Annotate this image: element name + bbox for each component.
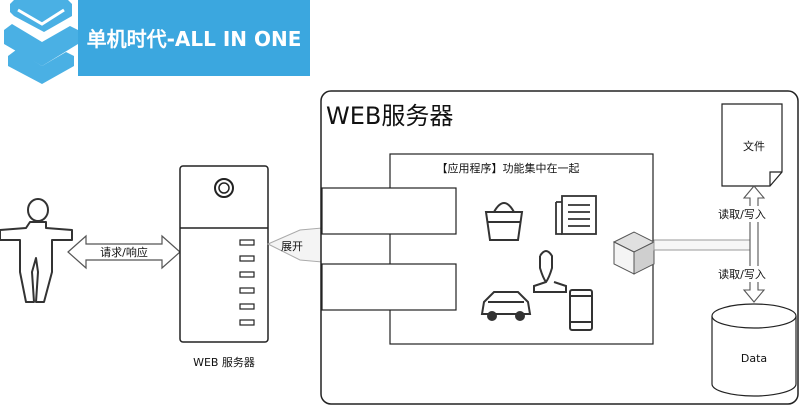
app-tab-top	[321, 187, 457, 235]
app-tab-bottom	[321, 263, 457, 311]
banner-title: 单机时代-ALL IN ONE	[87, 27, 302, 51]
data-label: Data	[741, 352, 767, 365]
application-title: 【应用程序】功能集中在一起	[437, 161, 580, 175]
file-label: 文件	[743, 139, 765, 153]
news-icon	[555, 195, 597, 235]
banner	[78, 0, 310, 76]
read-write-data-label: 读取/写入	[718, 267, 766, 281]
person-icon	[0, 198, 73, 303]
server-caption: WEB 服务器	[193, 356, 255, 369]
logo-icon	[4, 0, 78, 84]
user-profile-icon	[533, 250, 567, 293]
package-icon	[612, 231, 656, 275]
power-button-icon	[214, 178, 234, 198]
database-icon	[711, 303, 797, 397]
web-server-title: WEB服务器	[326, 102, 453, 130]
expand-label: 展开	[281, 240, 303, 253]
read-write-file-label: 读取/写入	[718, 207, 766, 221]
server-tower	[179, 165, 269, 343]
read-write-arrow	[742, 185, 766, 303]
tablet-icon	[569, 289, 593, 331]
file-document	[721, 103, 783, 187]
read-write-data-label-bg	[716, 266, 768, 282]
connector-bar	[653, 239, 755, 251]
shopping-bag-icon	[484, 202, 524, 241]
request-response-label: 请求/响应	[100, 245, 148, 259]
car-icon	[480, 291, 532, 321]
read-write-file-label-bg	[716, 206, 768, 222]
